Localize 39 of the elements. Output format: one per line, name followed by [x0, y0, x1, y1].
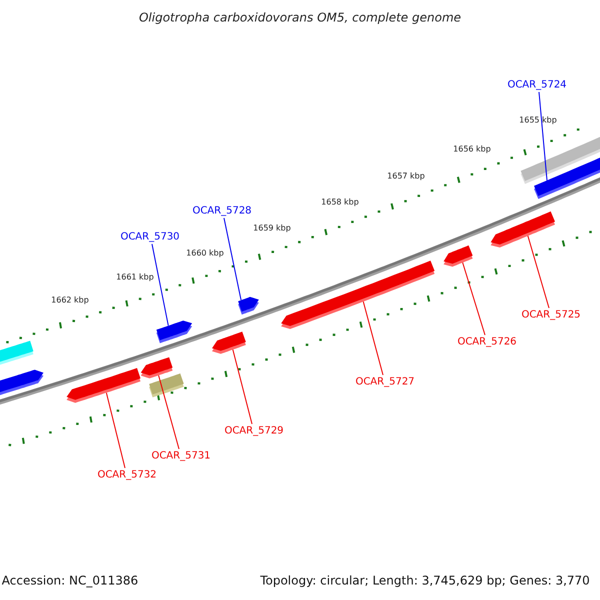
- gene-segment: [140, 357, 173, 378]
- gene-label: OCAR_5732: [97, 470, 157, 480]
- gene-segment: [66, 368, 140, 403]
- gene-label: OCAR_5731: [151, 450, 211, 462]
- gene-segment: [212, 332, 246, 354]
- gene-label: OCAR_5727: [355, 376, 415, 388]
- gene-segment: [149, 373, 184, 398]
- gene-segment: [281, 260, 435, 329]
- gene-segment: [0, 370, 44, 396]
- title: Oligotropha carboxidovorans OM5, complete genome: [138, 11, 462, 25]
- gene-segment: [490, 211, 555, 248]
- scale-label: 1661 kbp: [116, 274, 154, 282]
- scale-label: 1659 kbp: [253, 224, 291, 234]
- scale-label: 1660 kbp: [186, 250, 224, 258]
- gene-segment: [156, 320, 192, 344]
- leader-line: [462, 262, 486, 336]
- gene-label: OCAR_5724: [507, 80, 567, 90]
- leader-line: [362, 301, 384, 376]
- leader-line: [158, 374, 180, 450]
- footer-text: Topology: circular; Length: 3,745,629 bp; Genes: 3,770: [260, 574, 590, 588]
- scale-label: 1658 kbp: [321, 198, 359, 208]
- gene-segment: [238, 296, 259, 315]
- gene-segment: [534, 156, 600, 199]
- scale-label: 1657 kbp: [387, 172, 425, 182]
- footer-text: Accession: NC_011386: [2, 574, 138, 588]
- scale-label: 1655 kbp: [519, 116, 557, 126]
- gene-segment: [444, 245, 473, 267]
- leader-line: [232, 349, 252, 424]
- gene-label: OCAR_5730: [120, 232, 180, 242]
- leader-line: [224, 218, 242, 301]
- leader-line: [538, 92, 548, 181]
- gene-label: OCAR_5729: [224, 426, 284, 436]
- gene-label: OCAR_5726: [457, 336, 517, 348]
- scale-label: 1662 kbp: [51, 296, 89, 306]
- gene-label: OCAR_5728: [192, 206, 252, 216]
- gene-label: OCAR_5725: [521, 310, 581, 320]
- scale-label: 1656 kbp: [453, 146, 491, 154]
- leader-line: [106, 392, 126, 468]
- leader-line: [152, 244, 169, 326]
